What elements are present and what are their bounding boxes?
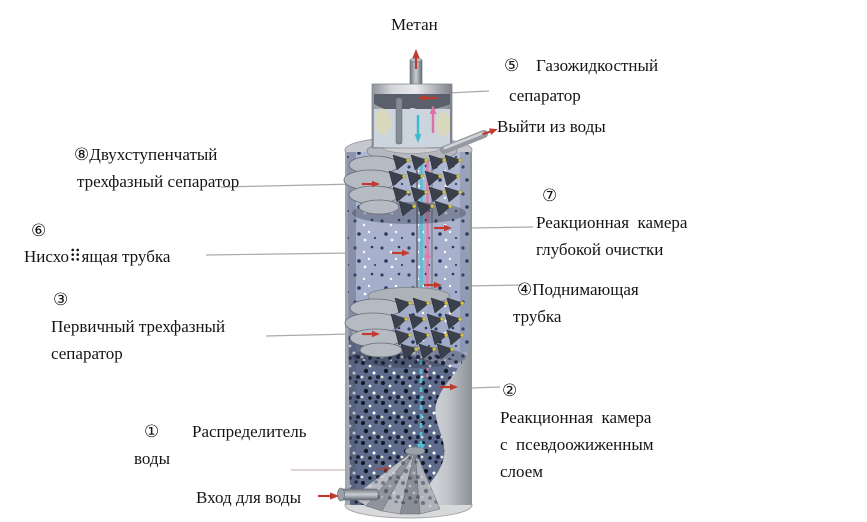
water-down-arrow <box>414 115 422 143</box>
leader-line-6 <box>205 252 352 256</box>
label-2-line2: с псевдоожиженным <box>500 435 654 454</box>
primary-separator <box>344 287 466 368</box>
label-3-line1: Первичный трехфазный <box>51 317 226 336</box>
water-in-arrow <box>318 492 339 500</box>
label-1-number: ① <box>144 422 160 441</box>
label-8-line1: ⑧Двухступенчатый <box>74 145 218 164</box>
label-3-line2: сепаратор <box>51 344 123 363</box>
label-6-line1: Нисхо⠿ящая трубка <box>24 247 171 266</box>
leader-lines <box>205 90 534 471</box>
label-2-number: ② <box>502 381 518 400</box>
gas-flow-arrow <box>418 94 437 102</box>
internal-flow-arrows <box>362 180 458 472</box>
methane-arrow <box>412 49 420 69</box>
label-water-outlet: Выйти из воды <box>497 117 606 136</box>
leader-line-8 <box>220 183 357 188</box>
label-water-inlet: Вход для воды <box>196 488 302 507</box>
label-7-line2: глубокой очистки <box>536 240 664 259</box>
water-outlet-pipe <box>440 128 498 154</box>
water-out-arrow <box>482 128 498 136</box>
label-7-line1: Реакционная камера <box>536 213 688 232</box>
gas-liquid-separator <box>371 57 453 149</box>
label-5-line2: сепаратор <box>509 86 581 105</box>
label-4-line1: ④Поднимающая <box>517 280 639 299</box>
label-4-line2: трубка <box>513 307 562 326</box>
water-inlet-pipe <box>318 487 379 502</box>
label-7-number: ⑦ <box>542 186 558 205</box>
leader-line-7 <box>469 226 534 229</box>
leader-line-4 <box>463 284 523 287</box>
label-2-line1: Реакционная камера <box>500 408 652 427</box>
reactor-column <box>343 136 473 519</box>
leader-line-3 <box>265 333 352 337</box>
leader-line-2 <box>471 386 501 389</box>
label-2-line3: слоем <box>500 462 544 481</box>
label-1-line2: воды <box>134 449 170 468</box>
label-methane: Метан <box>391 15 438 34</box>
label-5-number: ⑤ <box>504 56 520 75</box>
leader-line-5 <box>447 90 490 94</box>
label-3-number: ③ <box>53 290 69 309</box>
label-6-number: ⑥ <box>31 221 47 240</box>
label-1-line1: Распределитель <box>192 422 307 441</box>
water-up-arrow <box>429 105 437 133</box>
label-5-line1: Газожидкостный <box>536 56 659 75</box>
label-8-line2: трехфазный сепаратор <box>77 172 240 191</box>
